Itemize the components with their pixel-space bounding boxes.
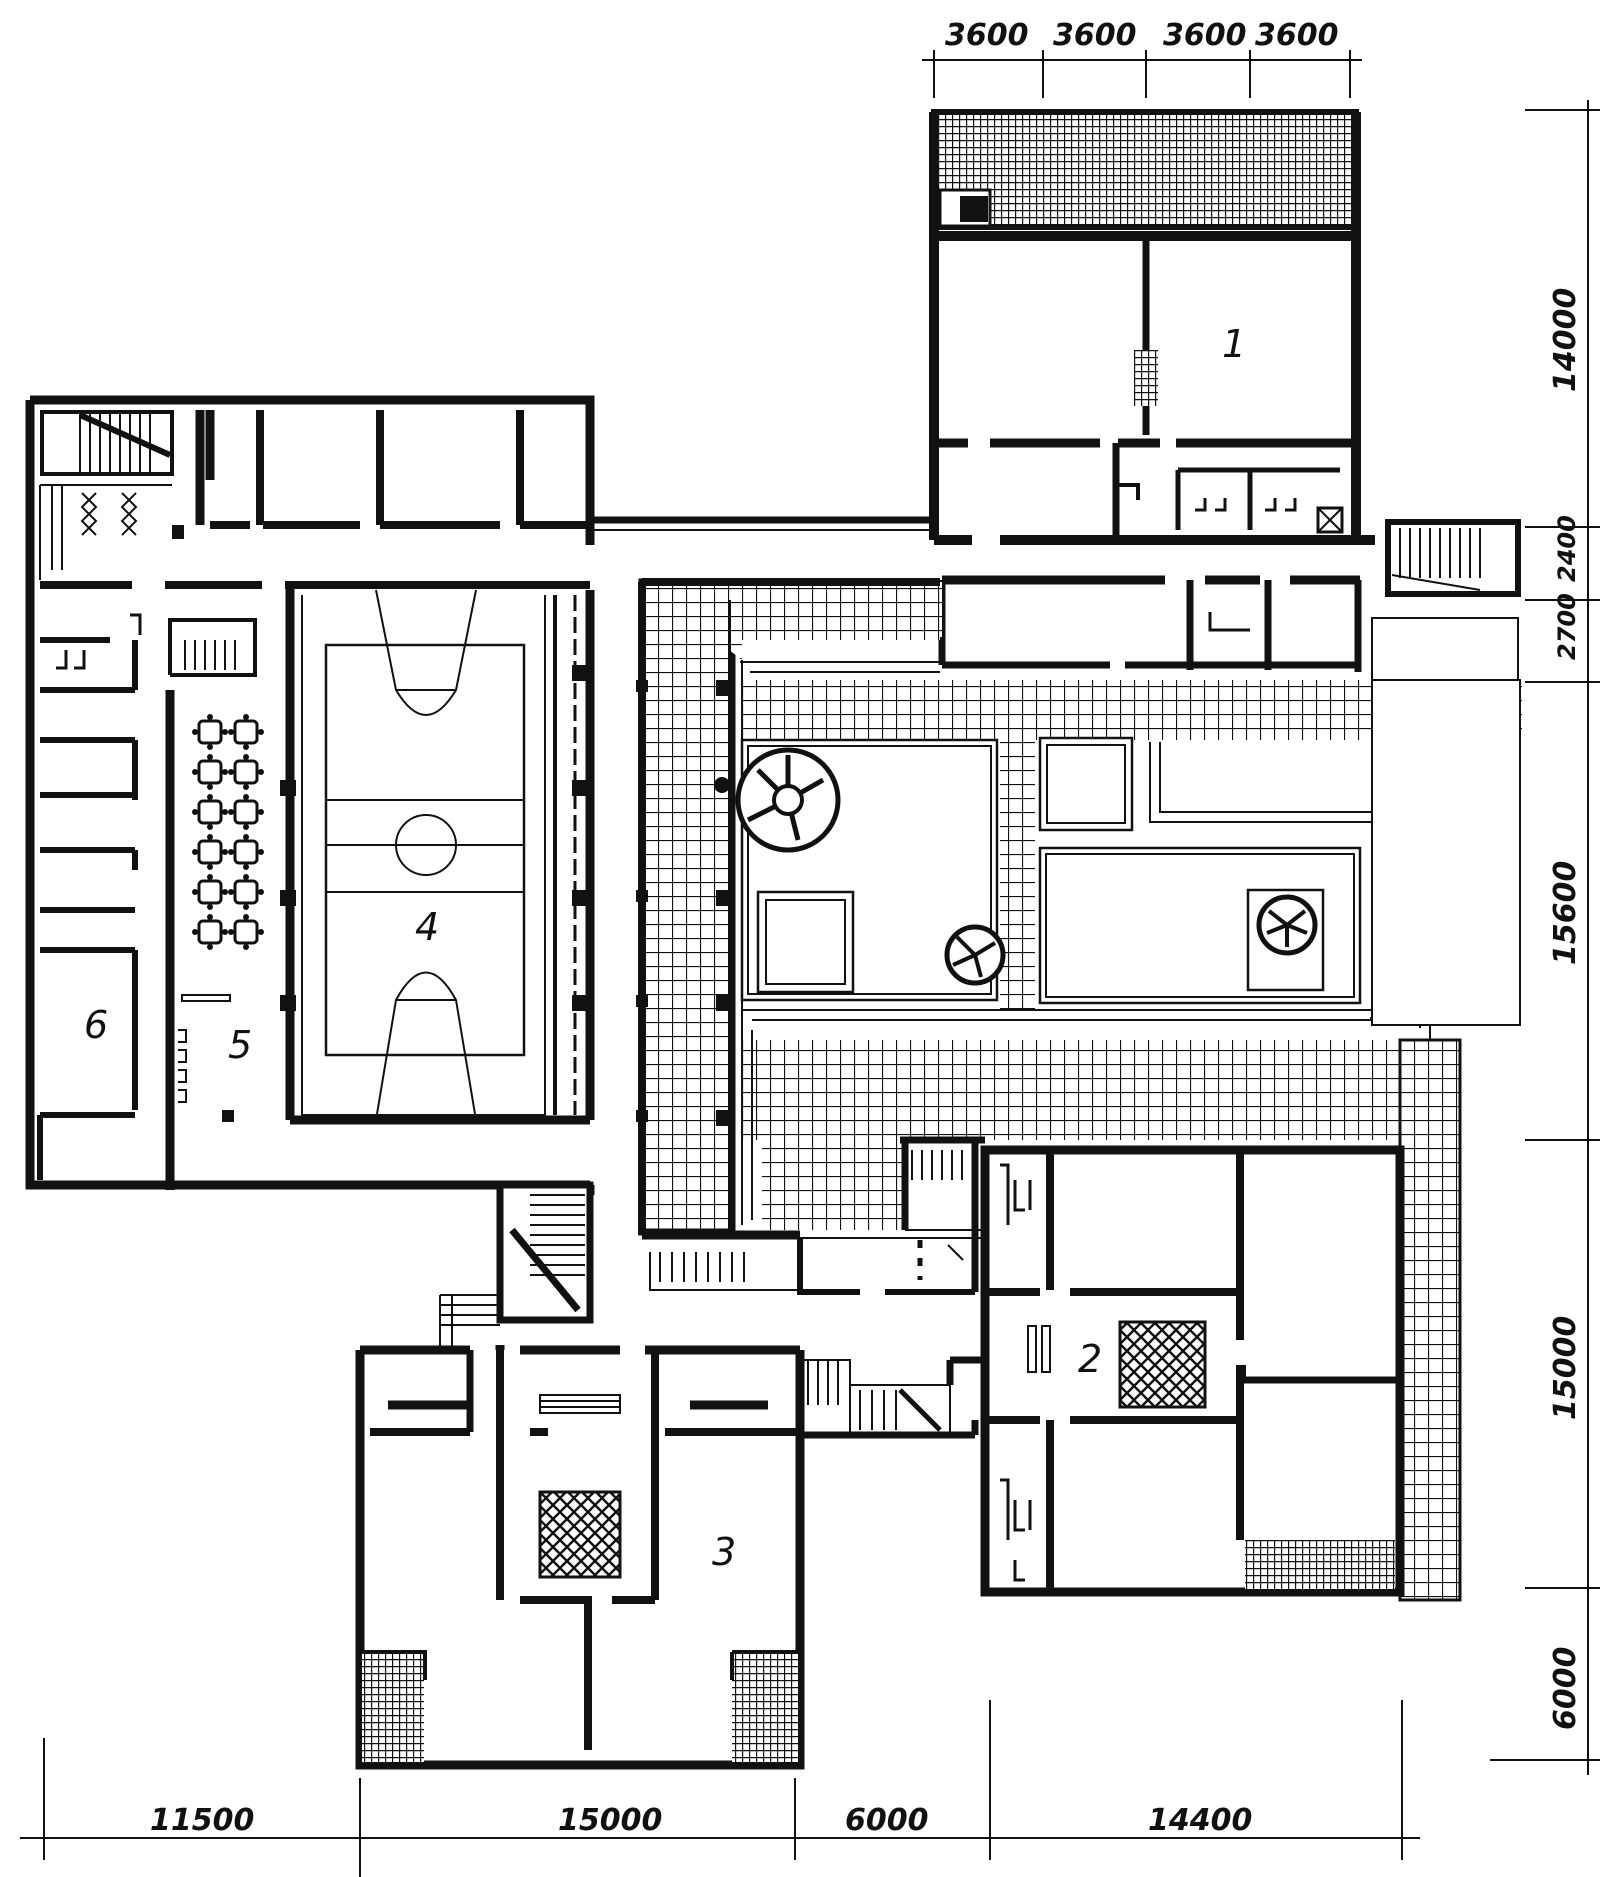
- dining-table-icon: [192, 754, 228, 790]
- right-dim-1: 14000: [1548, 288, 1583, 392]
- top-dim-1: 3600: [945, 18, 1029, 53]
- dining-table-icon: [192, 794, 228, 830]
- block-2: [980, 1145, 1405, 1597]
- stair-east: [1385, 519, 1521, 597]
- vestibule-south: [640, 1136, 985, 1295]
- room-labels: 1 2 3 4 5 6: [84, 322, 1246, 1574]
- west-wing: [25, 395, 595, 1195]
- tree-planter-icon: [1256, 894, 1318, 956]
- right-dim-3: 2700: [1553, 593, 1581, 660]
- courtyard: [636, 578, 1522, 1602]
- top-dim-2: 3600: [1053, 18, 1137, 53]
- right-dim-4: 15600: [1548, 861, 1583, 965]
- dining-table-icon: [192, 914, 228, 950]
- bottom-dim-4: 14400: [1148, 1803, 1252, 1838]
- bottom-dimension-line: 11500 15000 6000 14400: [20, 1700, 1420, 1877]
- dining-table-icon: [192, 834, 228, 870]
- dining-table-icon: [228, 834, 264, 870]
- top-dimension-line: 3600 3600 3600 3600: [922, 18, 1362, 98]
- dining-tables: [192, 714, 264, 950]
- bottom-dim-1: 11500: [150, 1803, 254, 1838]
- dining-table-icon: [192, 874, 228, 910]
- tree-small-icon: [944, 924, 1006, 986]
- right-dim-2: 2400: [1553, 515, 1581, 582]
- block-3: [355, 1181, 990, 1770]
- bottom-dim-2: 15000: [558, 1803, 662, 1838]
- block-1: [929, 109, 1375, 545]
- dining-table-icon: [228, 714, 264, 750]
- right-dim-6: 6000: [1548, 1647, 1583, 1731]
- dining-table-icon: [192, 714, 228, 750]
- room-label-1: 1: [1222, 322, 1246, 366]
- tree-large-icon: [714, 747, 841, 853]
- top-dim-3: 3600: [1163, 18, 1247, 53]
- dining-table-icon: [228, 754, 264, 790]
- bottom-dim-3: 6000: [845, 1803, 929, 1838]
- right-dimension-line: 14000 2400 2700 15600 15000 6000: [1490, 100, 1600, 1775]
- room-label-2: 2: [1078, 1337, 1102, 1381]
- right-dim-5: 15000: [1548, 1316, 1583, 1420]
- room-label-5: 5: [228, 1023, 252, 1067]
- room-label-3: 3: [712, 1530, 736, 1574]
- dining-table-icon: [228, 794, 264, 830]
- top-dim-4: 3600: [1255, 18, 1339, 53]
- dining-table-icon: [228, 914, 264, 950]
- room-label-6: 6: [84, 1003, 108, 1047]
- link-corridor-north: [590, 516, 934, 531]
- room-label-4: 4: [415, 905, 439, 949]
- dining-table-icon: [228, 874, 264, 910]
